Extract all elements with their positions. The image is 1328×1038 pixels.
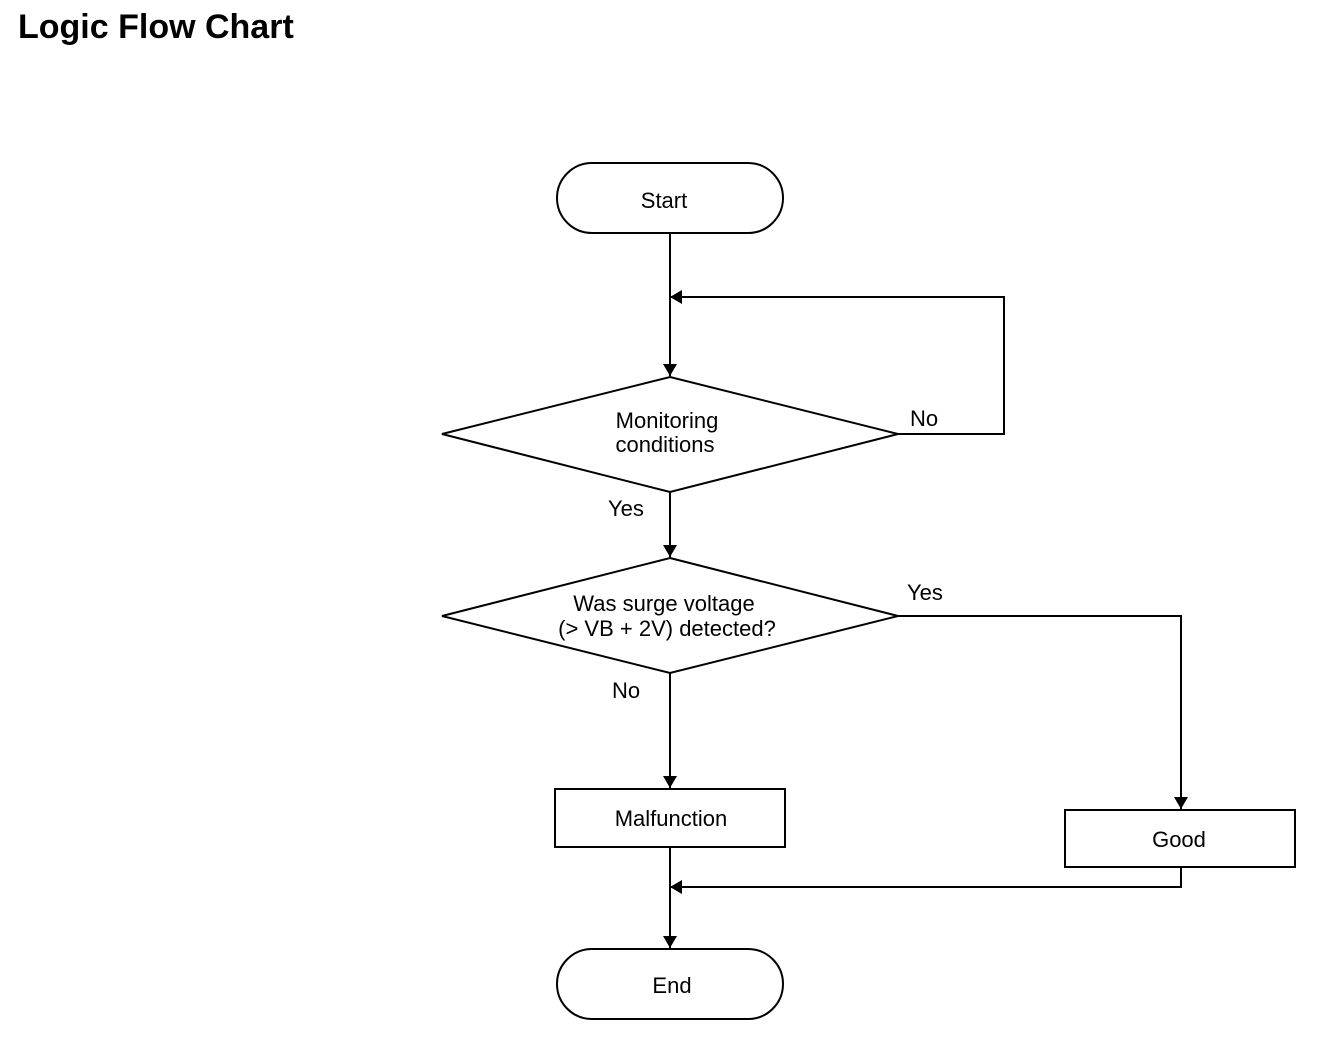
monitoring-yes-label: Yes xyxy=(608,496,644,521)
surge-no-label: No xyxy=(612,678,640,703)
monitoring-label-line1: Monitoring xyxy=(616,408,719,433)
start-label: Start xyxy=(641,188,687,213)
surge-yes-label: Yes xyxy=(907,580,943,605)
start-node: Start xyxy=(556,162,784,234)
end-label: End xyxy=(652,973,691,998)
surge-decision: Was surge voltage (> VB + 2V) detected? xyxy=(441,556,899,675)
page-title: Logic Flow Chart xyxy=(18,8,294,46)
monitoring-decision: Monitoring conditions xyxy=(441,375,899,494)
good-label: Good xyxy=(1152,827,1206,852)
edge-surge-yes-to-good xyxy=(898,615,1188,809)
monitoring-label-line2: conditions xyxy=(615,432,714,457)
good-node: Good xyxy=(1064,809,1296,868)
monitoring-no-label: No xyxy=(910,406,938,431)
surge-label-line2: (> VB + 2V) detected? xyxy=(558,616,776,641)
surge-label-line1: Was surge voltage xyxy=(573,591,754,616)
malfunction-label: Malfunction xyxy=(615,806,728,831)
malfunction-node: Malfunction xyxy=(554,788,786,848)
end-node: End xyxy=(556,948,784,1020)
edge-good-to-end xyxy=(670,867,1182,894)
edge-monitoring-no-loop xyxy=(670,290,1005,435)
